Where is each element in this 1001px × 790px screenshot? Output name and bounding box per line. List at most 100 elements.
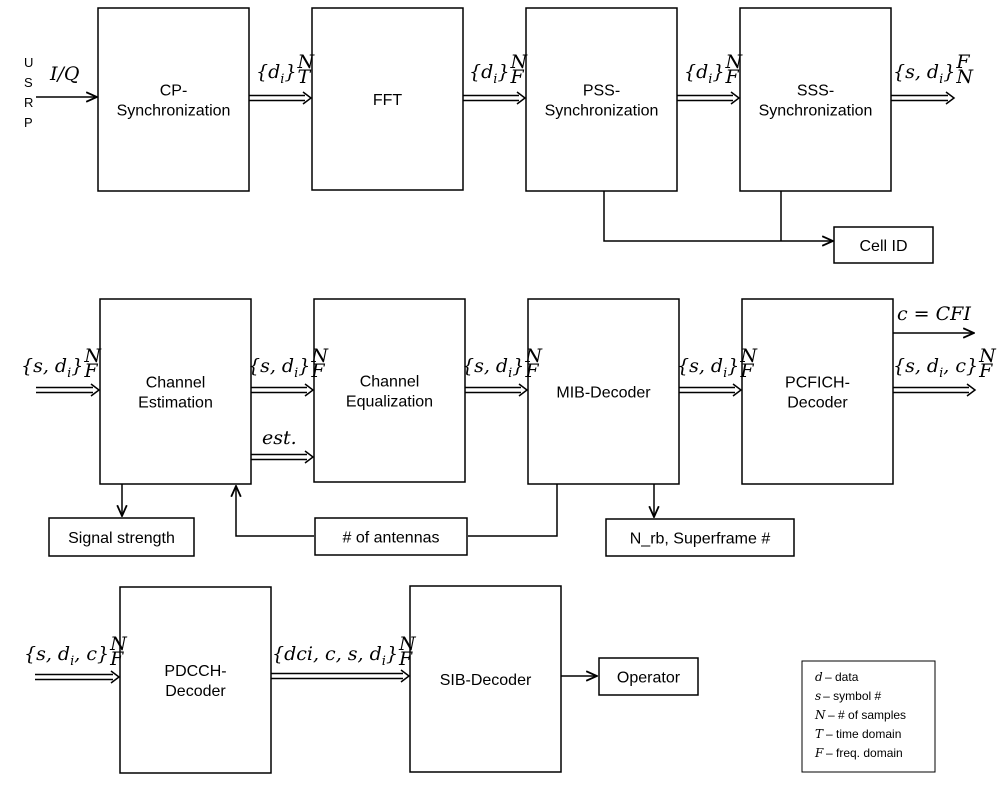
sss-synchronization-block-label: SSS- bbox=[797, 83, 834, 100]
signal-label-row2-input-subscript: F bbox=[83, 360, 98, 382]
fft-block-label: FFT bbox=[373, 92, 403, 109]
signal-label-row3-input-subscript: F bbox=[109, 648, 124, 670]
legend-box bbox=[801, 660, 936, 773]
sib-decoder-block bbox=[409, 585, 562, 773]
legend-item-text: – data bbox=[825, 670, 859, 684]
num-antennas-box bbox=[314, 517, 468, 556]
num-antennas-box-label: # of antennas bbox=[343, 530, 440, 547]
cp-to-fft-arrow-head bbox=[302, 91, 313, 105]
usrp-label: R bbox=[24, 95, 33, 110]
signal-label-row1-output-subscript: N bbox=[955, 66, 974, 88]
pdcch-input-arrow-head bbox=[110, 670, 121, 684]
pcfich-decoder-block-label: PCFICH- bbox=[785, 375, 850, 392]
mib-decoder-block-label: MIB-Decoder bbox=[556, 385, 651, 402]
signal-label-eq-mib-superscript: N bbox=[524, 345, 543, 367]
signal-label-mib-pcfich: {s, di} bbox=[677, 355, 739, 381]
usrp-label: P bbox=[24, 115, 33, 130]
mib-decoder-block bbox=[527, 298, 680, 485]
cp-synchronization-block bbox=[97, 7, 250, 192]
nrb-superframe-box-label: N_rb, Superframe # bbox=[630, 531, 771, 548]
signal-label-mib-pcfich-subscript: F bbox=[739, 360, 754, 382]
est-label: est. bbox=[262, 427, 297, 449]
legend-item-text: – # of samples bbox=[828, 708, 906, 722]
cfi-label: c = CFI bbox=[897, 303, 971, 325]
legend-item: s bbox=[815, 689, 821, 703]
signal-label-cp-fft: {di} bbox=[256, 61, 297, 87]
signal-label-mib-pcfich-superscript: N bbox=[739, 345, 758, 367]
legend-item-text: – symbol # bbox=[823, 689, 881, 703]
legend-item: T bbox=[815, 727, 824, 741]
iq-label: I/Q bbox=[49, 63, 79, 85]
cell-id-box bbox=[833, 226, 934, 264]
pss-to-cellid-line bbox=[603, 191, 833, 241]
pcfich-output-arrow-head bbox=[966, 383, 977, 397]
signal-label-row1-output: {s, di} bbox=[893, 61, 955, 87]
cp-synchronization-block-label: CP- bbox=[160, 83, 188, 100]
signal-label-row3-input-superscript: N bbox=[109, 633, 128, 655]
antennas-to-chanest-arrow bbox=[236, 486, 314, 537]
pdcch-decoder-block bbox=[119, 586, 272, 774]
signal-strength-box bbox=[48, 517, 195, 557]
nrb-superframe-box bbox=[605, 518, 795, 557]
signal-label-est-eq: {s, di} bbox=[248, 355, 310, 381]
chaneq-to-mib-arrow-head bbox=[518, 383, 529, 397]
mib-to-antennas-line bbox=[468, 484, 558, 537]
fft-to-pss-arrow-head bbox=[516, 91, 527, 105]
legend-item: N bbox=[814, 708, 826, 722]
signal-label-row2-output-superscript: N bbox=[978, 345, 997, 367]
est-to-chaneq-arrow-head bbox=[304, 450, 315, 464]
channel-equalization-block-label: Channel bbox=[360, 374, 420, 391]
channel-equalization-block-label: Equalization bbox=[346, 394, 433, 411]
channel-estimation-block-label: Estimation bbox=[138, 395, 213, 412]
signal-label-eq-mib: {s, di} bbox=[462, 355, 524, 381]
sib-decoder-block-label: SIB-Decoder bbox=[440, 672, 532, 689]
signal-label-pss-sss-superscript: N bbox=[725, 51, 744, 73]
pcfich-decoder-block bbox=[741, 298, 894, 485]
channel-estimation-block bbox=[99, 298, 252, 485]
signal-label-pdcch-sib: {dci, c, s, di} bbox=[272, 643, 398, 669]
legend-item-text: – freq. domain bbox=[826, 746, 903, 760]
channel-estimation-block-label: Channel bbox=[146, 375, 206, 392]
pss-synchronization-block bbox=[525, 7, 678, 192]
cp-synchronization-block-label: Synchronization bbox=[117, 103, 231, 120]
signal-label-fft-pss: {di} bbox=[469, 61, 510, 87]
signal-label-cp-fft-subscript: T bbox=[298, 66, 312, 88]
legend-item-text: – time domain bbox=[826, 727, 901, 741]
pcfich-decoder-block-label: Decoder bbox=[787, 395, 848, 412]
cell-id-box-label: Cell ID bbox=[859, 238, 907, 255]
signal-label-est-eq-superscript: N bbox=[310, 345, 329, 367]
channel-equalization-block bbox=[313, 298, 466, 483]
mib-to-pcfich-arrow-head bbox=[732, 383, 743, 397]
pss-synchronization-block-label: Synchronization bbox=[545, 103, 659, 120]
sss-synchronization-block bbox=[739, 7, 892, 192]
operator-box-label: Operator bbox=[617, 670, 681, 687]
signal-strength-box-label: Signal strength bbox=[68, 530, 175, 547]
chanest-input-arrow-head bbox=[90, 383, 101, 397]
legend-item: d bbox=[815, 670, 823, 684]
fft-block bbox=[311, 7, 464, 191]
usrp-label: U bbox=[24, 55, 33, 70]
signal-label-pss-sss-subscript: F bbox=[725, 66, 740, 88]
signal-label-row3-input: {s, di, c} bbox=[24, 643, 109, 669]
pdcch-decoder-block-label: PDCCH- bbox=[164, 663, 226, 680]
pdcch-to-sib-arrow-head bbox=[400, 669, 411, 683]
operator-box bbox=[598, 657, 699, 696]
usrp-label: S bbox=[24, 75, 33, 90]
signal-label-est-eq-subscript: F bbox=[310, 360, 325, 382]
signal-label-pdcch-sib-superscript: N bbox=[398, 633, 417, 655]
pss-to-sss-arrow-head bbox=[730, 91, 741, 105]
legend-item: F bbox=[814, 746, 824, 760]
signal-label-row2-output: {s, di, c} bbox=[893, 355, 978, 381]
signal-label-pdcch-sib-subscript: F bbox=[398, 648, 413, 670]
sss-output-arrow-head bbox=[945, 91, 956, 105]
signal-label-row2-output-subscript: F bbox=[978, 360, 993, 382]
signal-label-fft-pss-subscript: F bbox=[510, 66, 525, 88]
sss-synchronization-block-label: Synchronization bbox=[759, 103, 873, 120]
signal-label-eq-mib-subscript: F bbox=[524, 360, 539, 382]
pdcch-decoder-block-label: Decoder bbox=[165, 683, 226, 700]
signal-label-fft-pss-superscript: N bbox=[510, 51, 529, 73]
signal-label-row1-output-superscript: F bbox=[955, 51, 970, 73]
signal-label-row2-input: {s, di} bbox=[21, 355, 83, 381]
signal-label-row2-input-superscript: N bbox=[83, 345, 102, 367]
